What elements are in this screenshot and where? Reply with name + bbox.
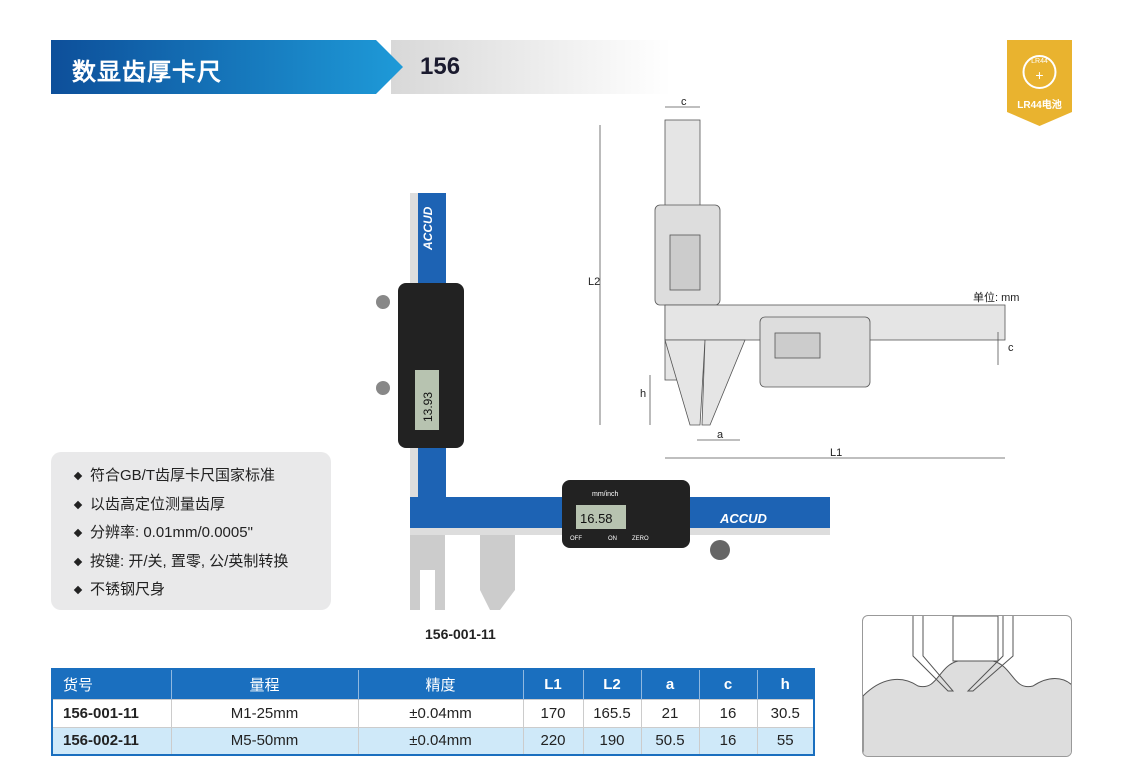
svg-text:L1: L1 xyxy=(830,447,842,459)
table-header-cell: L2 xyxy=(582,669,641,699)
table-cell: 30.5 xyxy=(756,698,814,727)
title-banner xyxy=(51,40,671,94)
svg-text:c: c xyxy=(681,96,687,108)
svg-text:+: + xyxy=(1035,67,1043,83)
table-cell: 16 xyxy=(698,698,757,727)
table-cell: 50.5 xyxy=(640,726,699,755)
feature-item: 符合GB/T齿厚卡尺国家标准 xyxy=(73,462,331,491)
display-reading-vertical: 13.93 xyxy=(421,392,435,422)
caliper-product-image: 16.58 ACCUD ACCUD 13.93 mm/inch OFF ON Z… xyxy=(376,193,830,610)
model-number: 156 xyxy=(420,53,461,80)
table-cell: 190 xyxy=(582,726,641,755)
table-header-cell: 货号 xyxy=(51,669,171,699)
battery-label: LR44电池 xyxy=(1017,100,1062,111)
feature-item: 分辨率: 0.01mm/0.0005" xyxy=(73,519,331,548)
unit-label: 单位: mm xyxy=(973,292,1020,304)
table-cell: 165.5 xyxy=(582,698,641,727)
svg-text:OFF: OFF xyxy=(570,536,582,542)
table-header-cell: L1 xyxy=(522,669,583,699)
feature-list: 符合GB/T齿厚卡尺国家标准 以齿高定位测量齿厚 分辨率: 0.01mm/0.0… xyxy=(51,452,331,610)
svg-text:c: c xyxy=(1008,342,1014,354)
battery-icon xyxy=(1022,55,1057,89)
table-cell: ±0.04mm xyxy=(357,726,523,755)
feature-item: 不锈钢尺身 xyxy=(73,576,331,605)
brand-logo-vertical: ACCUD xyxy=(421,206,435,251)
svg-text:ZERO: ZERO xyxy=(632,536,649,542)
feature-item: 以齿高定位测量齿厚 xyxy=(73,491,331,520)
page-title: 数显齿厚卡尺 xyxy=(72,59,222,86)
brand-logo: ACCUD xyxy=(719,511,768,526)
table-cell: 55 xyxy=(756,726,814,755)
table-cell: 220 xyxy=(522,726,583,755)
svg-text:ON: ON xyxy=(608,536,617,542)
table-header-cell: 精度 xyxy=(357,669,523,699)
table-header-cell: h xyxy=(756,669,814,699)
table-header-cell: c xyxy=(698,669,757,699)
table-cell: 16 xyxy=(698,726,757,755)
feature-item: 按键: 开/关, 置零, 公/英制转换 xyxy=(73,548,331,577)
gear-illustration xyxy=(862,615,1072,757)
table-header-cell: a xyxy=(640,669,699,699)
table-cell: M5-50mm xyxy=(170,726,358,755)
table-cell: 21 xyxy=(640,698,699,727)
svg-text:a: a xyxy=(717,429,724,441)
svg-text:h: h xyxy=(640,388,646,400)
display-reading: 16.58 xyxy=(580,511,613,526)
table-cell: 156-001-11 xyxy=(51,698,171,727)
svg-text:L2: L2 xyxy=(588,276,600,288)
technical-drawing: c L2 h a L1 c xyxy=(588,96,1014,459)
table-cell: ±0.04mm xyxy=(357,698,523,727)
table-cell: M1-25mm xyxy=(170,698,358,727)
battery-icon-label: LR44 xyxy=(1031,58,1048,65)
table-cell: 156-002-11 xyxy=(51,726,171,755)
battery-badge: + xyxy=(1007,40,1072,126)
svg-text:mm/inch: mm/inch xyxy=(592,491,619,498)
table-cell: 170 xyxy=(522,698,583,727)
table-header-row: 货号 量程 精度 L1 L2 a c h xyxy=(51,669,814,699)
table-header-cell: 量程 xyxy=(170,669,358,699)
product-label: 156-001-11 xyxy=(425,626,496,642)
